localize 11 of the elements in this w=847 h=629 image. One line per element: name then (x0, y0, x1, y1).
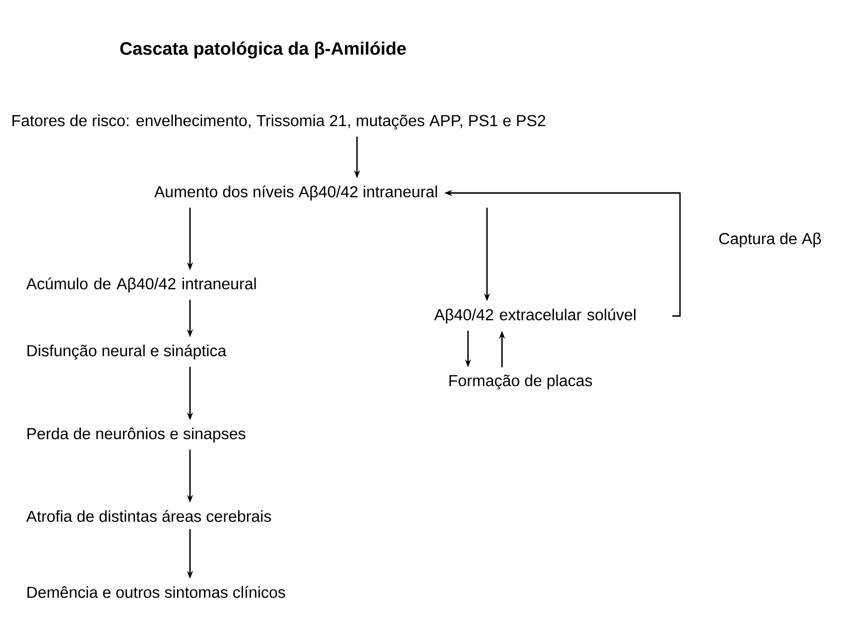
flow-text: Acúmulo de Aβ40/42 intraneural (26, 277, 256, 293)
flow-text: Atrofia de distintas áreas cerebrais (26, 510, 271, 522)
flow-text: Demência e outros sintomas clínicos (28, 586, 286, 598)
flow-text: Aβ40/42 extracelular solúvel (434, 308, 636, 324)
edge-label: Captura de Aβ (716, 230, 824, 250)
flow-text: Disfunção neural e sináptica (28, 344, 226, 360)
flow-text: Fatores de risco: envelhecimento, Trissomia 21, mutações APP, PS1 e PS2 (12, 114, 546, 130)
flow-text: Formação de placas (450, 374, 592, 390)
flow-text: Aumento dos níveis Aβ40/42 intraneural (154, 185, 437, 201)
title: Cascata patológica da β-Amilóide (120, 42, 406, 58)
flow-text: Perda de neurônios e sinapses (28, 428, 246, 442)
